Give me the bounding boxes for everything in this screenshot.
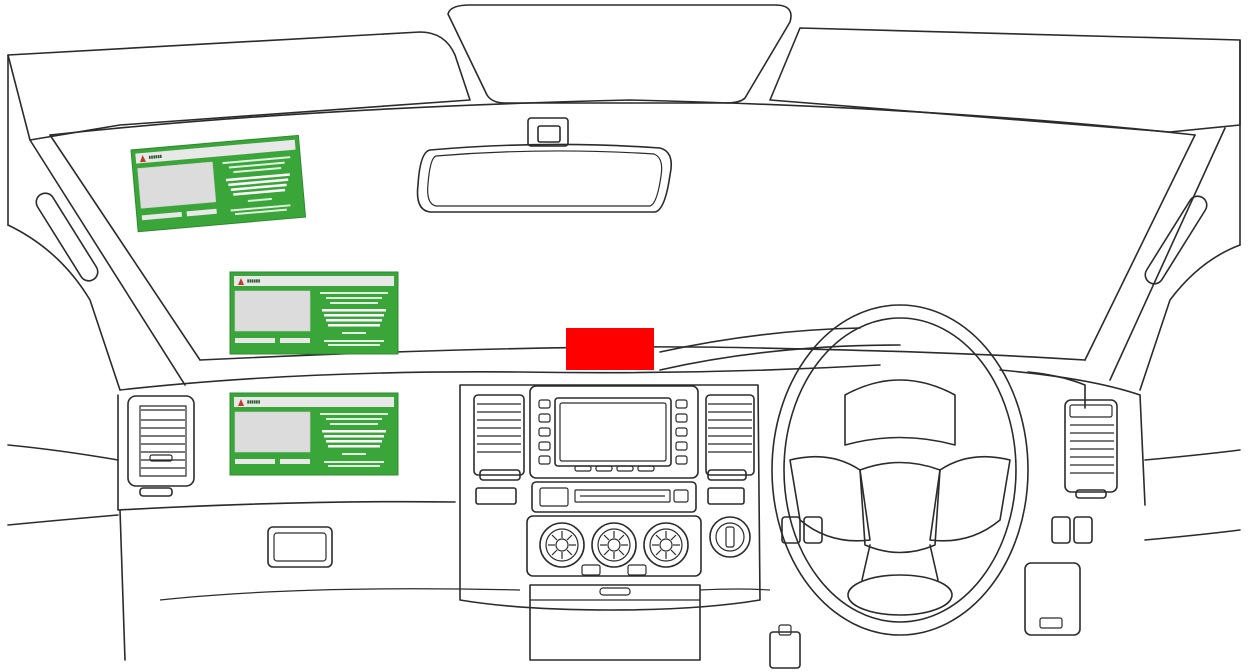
ignition [710,517,750,557]
right-dash-details [770,372,1117,668]
rear-view-mirror [418,118,672,212]
permit-3 [230,393,398,475]
permit-1 [131,135,306,231]
glovebox-handle [268,527,332,567]
lower-console [530,585,700,660]
climate-controls [527,516,701,576]
red-marker [566,328,654,370]
cassette-unit [532,482,696,512]
permit-2 [230,272,398,354]
left-air-vent [128,396,194,496]
head-unit [530,386,698,478]
